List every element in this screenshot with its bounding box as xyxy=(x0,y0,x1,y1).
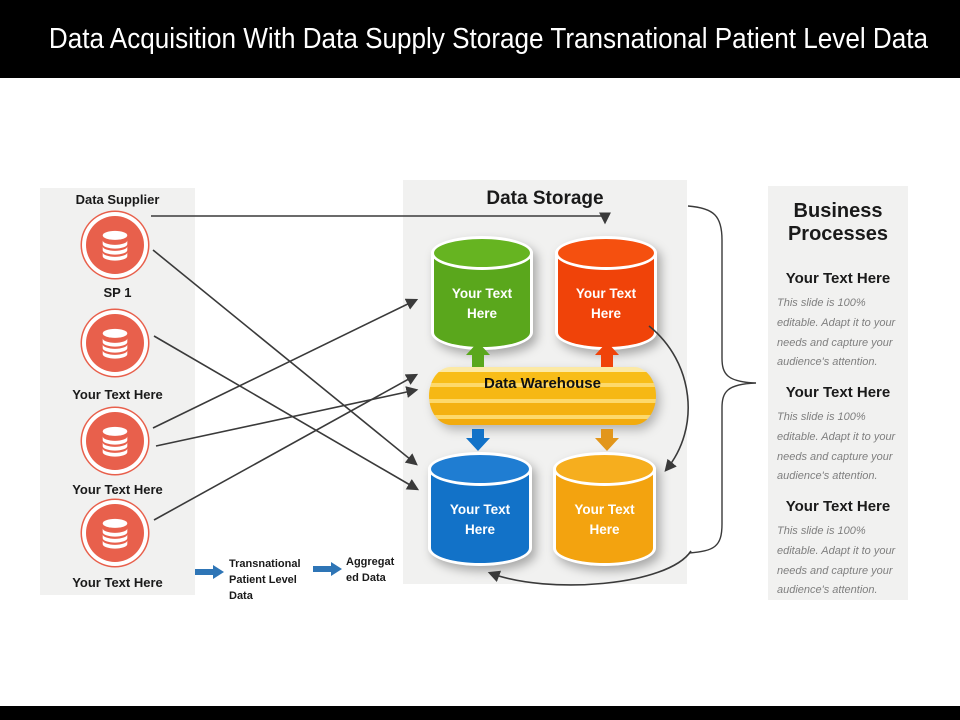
business-block: Your Text Here This slide is 100% editab… xyxy=(768,498,908,601)
flow-step-aggregated-label: Aggregat ed Data xyxy=(346,556,395,584)
cylinder-label: Your Text Here xyxy=(574,502,635,537)
storage-cylinder-green: Your Text Here xyxy=(431,236,533,350)
footer-bar xyxy=(0,706,960,720)
business-processes-panel xyxy=(768,186,908,600)
supplier-label: SP 1 xyxy=(103,285,132,300)
slide-title: Data Acquisition With Data Supply Storag… xyxy=(48,23,929,55)
flow-arrow-2 xyxy=(313,562,342,576)
database-icon xyxy=(86,314,144,372)
business-processes-heading: Business Processes xyxy=(787,200,889,245)
supplier-label: Your Text Here xyxy=(72,387,163,402)
business-block: Your Text Here This slide is 100% editab… xyxy=(768,270,908,373)
curly-brace xyxy=(687,205,757,554)
cylinder-label: Your Text Here xyxy=(575,286,637,321)
title-bar: Data Acquisition With Data Supply Storag… xyxy=(0,0,960,78)
business-block: Your Text Here This slide is 100% editab… xyxy=(768,384,908,487)
data-supplier-heading: Data Supplier xyxy=(75,192,160,207)
database-icon xyxy=(86,412,144,470)
data-storage-heading: Data Storage xyxy=(486,188,604,209)
business-block-heading: Your Text Here xyxy=(785,384,891,401)
flow-arrow-1 xyxy=(195,565,224,579)
data-warehouse: Data Warehouse xyxy=(429,367,656,425)
business-block-body: This slide is 100% editable. Adapt it to… xyxy=(777,411,896,483)
flow-step-transnational-label: Transnational Patient Level Data xyxy=(229,558,301,602)
cylinder-top xyxy=(431,236,533,270)
data-warehouse-label: Data Warehouse xyxy=(484,375,601,392)
storage-cylinder-blue: Your Text Here xyxy=(428,452,532,566)
storage-cylinder-red: Your Text Here xyxy=(555,236,657,350)
storage-cylinder-orange: Your Text Here xyxy=(553,452,656,566)
business-block-body: This slide is 100% editable. Adapt it to… xyxy=(777,297,896,369)
cylinder-top xyxy=(428,452,532,486)
cylinder-label: Your Text Here xyxy=(449,502,511,537)
database-icon xyxy=(86,216,144,274)
cylinder-top xyxy=(555,236,657,270)
database-icon xyxy=(86,504,144,562)
business-block-body: This slide is 100% editable. Adapt it to… xyxy=(777,525,896,597)
business-block-heading: Your Text Here xyxy=(785,498,891,515)
business-block-heading: Your Text Here xyxy=(785,270,891,287)
arrow-supplier3-to-warehouse xyxy=(155,386,419,447)
supplier-label: Your Text Here xyxy=(72,575,163,590)
cylinder-label: Your Text Here xyxy=(451,286,513,321)
cylinder-top xyxy=(553,452,656,486)
supplier-label: Your Text Here xyxy=(72,482,163,497)
